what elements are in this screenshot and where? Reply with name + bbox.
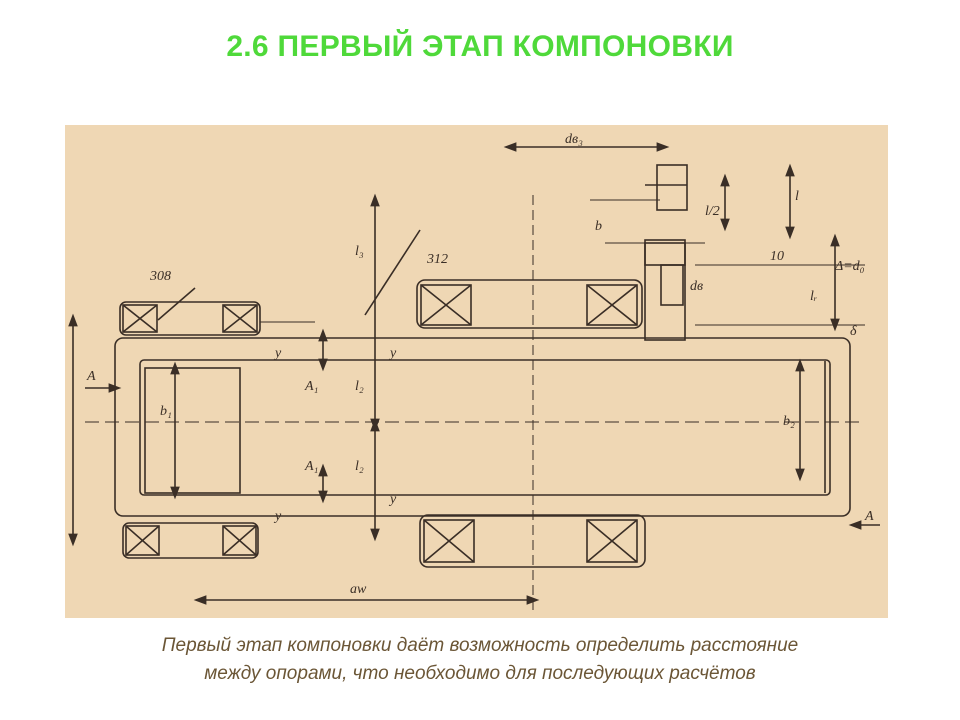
label-a-right: A <box>864 509 874 524</box>
housing-inner-wall <box>139 359 831 496</box>
label-y1: y <box>273 346 282 361</box>
caption-line-1: Первый этап компоновки даёт возможность … <box>161 635 799 656</box>
bearing-312-label: 312 <box>426 252 448 267</box>
label-d-b: dв <box>690 279 703 294</box>
label-l-top: l <box>795 189 799 204</box>
label-y3: y <box>388 492 397 507</box>
pinion-gear <box>144 367 241 494</box>
label-l-r: lᵣ <box>810 289 817 304</box>
label-l3: l₃ <box>355 244 364 259</box>
bearing-308-top <box>119 301 261 336</box>
label-b-small: b <box>595 219 602 234</box>
label-y4: y <box>273 509 282 524</box>
housing-outer-wall <box>114 337 851 517</box>
label-ten: 10 <box>770 249 784 264</box>
label-b2: b₂ <box>783 414 795 429</box>
technical-drawing: 308 312 dв₃ l l/2 b 10 Δ=d₀ dв lᵣ δ l₃ l… <box>65 125 888 618</box>
label-l2-lower: l₂ <box>355 459 364 474</box>
label-delta-da: Δ=d₀ <box>834 259 865 274</box>
label-d-b3: dв₃ <box>565 132 583 147</box>
label-a1-lower: A₁ <box>304 459 318 474</box>
label-a1-upper: A₁ <box>304 379 318 394</box>
label-y2: y <box>388 346 397 361</box>
label-l-half: l/2 <box>705 204 720 219</box>
gearbox-layout-sketch: 308 312 dв₃ l l/2 b 10 Δ=d₀ dв lᵣ δ l₃ l… <box>68 132 880 615</box>
label-l2-upper: l₂ <box>355 379 364 394</box>
slide-caption: Первый этап компоновки даёт возможность … <box>0 632 960 688</box>
label-aw: aw <box>350 582 367 597</box>
slide-title: 2.6 ПЕРВЫЙ ЭТАП КОМПОНОВКИ <box>226 30 734 63</box>
caption-line-2: между опорами, что необходимо для послед… <box>204 663 756 684</box>
shaft-end <box>644 164 688 341</box>
bearing-308-label: 308 <box>149 269 171 284</box>
label-b1: b₁ <box>160 404 172 419</box>
label-a-left: A <box>86 369 96 384</box>
bearing-308-bottom <box>122 522 259 559</box>
label-delta: δ <box>850 324 857 339</box>
bearing-312-top <box>416 279 643 329</box>
